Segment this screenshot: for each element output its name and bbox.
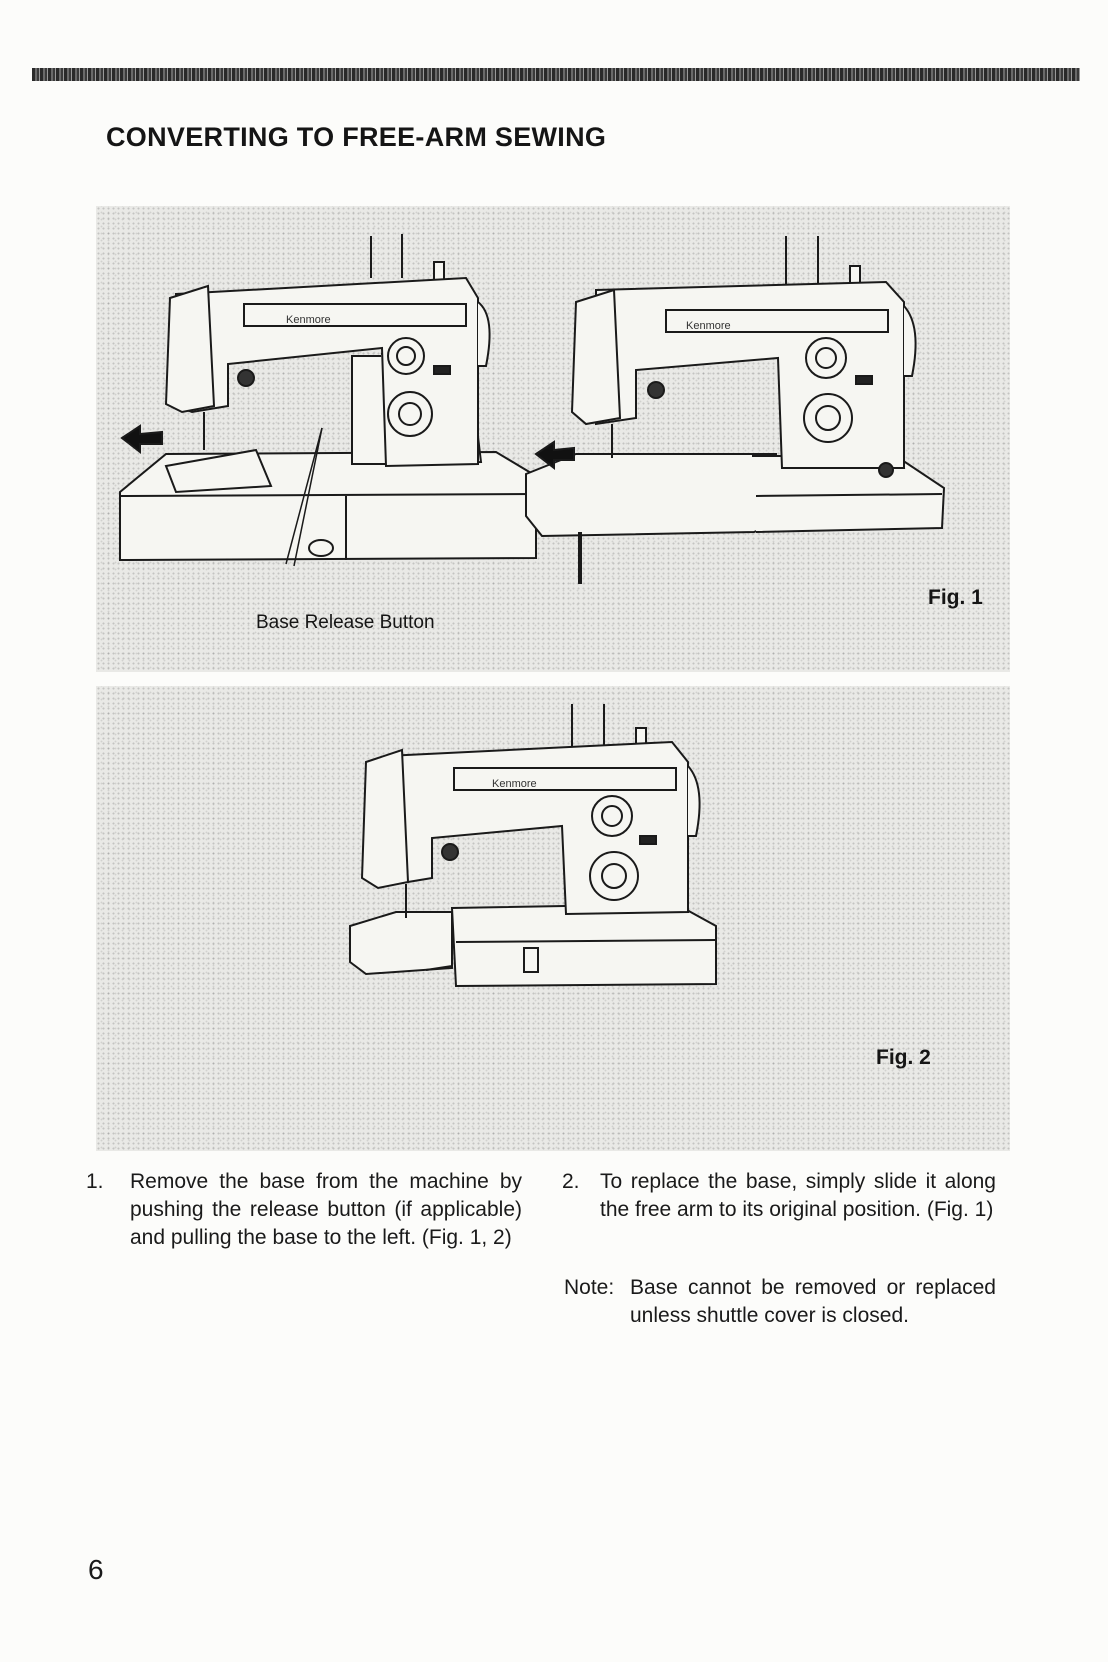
figure-1-label: Fig. 1: [928, 586, 983, 609]
step-2-number: 2.: [562, 1170, 580, 1193]
step-1-number: 1.: [86, 1170, 104, 1193]
figure-2-label: Fig. 2: [876, 1046, 931, 1069]
brand-logo-left: Kenmore: [286, 314, 331, 326]
top-decorative-bar: [32, 68, 1080, 81]
step-2-text: To replace the base, simply slide it alo…: [600, 1170, 996, 1221]
step-1-text: Remove the base from the machine by push…: [130, 1170, 522, 1249]
base-release-button-callout: Base Release Button: [256, 612, 435, 633]
sewing-machine-with-base: Kenmore: [119, 234, 537, 567]
figure-2: Kenmore Fig. 2: [96, 686, 1010, 1151]
figure-1: Kenmore: [96, 206, 1010, 672]
note-text: Base cannot be removed or replaced unles…: [630, 1276, 996, 1327]
figure-1-illustration: Kenmore: [119, 234, 946, 584]
brand-logo-right: Kenmore: [686, 320, 731, 332]
page-title: CONVERTING TO FREE-ARM SEWING: [106, 122, 607, 152]
sewing-machine-base-removing: Kenmore: [525, 236, 946, 584]
brand-logo: Kenmore: [492, 778, 537, 790]
figure-2-illustration: Kenmore: [349, 704, 717, 988]
sewing-machine-free-arm: Kenmore: [349, 704, 717, 988]
page-number: 6: [88, 1554, 104, 1585]
note-label: Note:: [564, 1276, 615, 1299]
